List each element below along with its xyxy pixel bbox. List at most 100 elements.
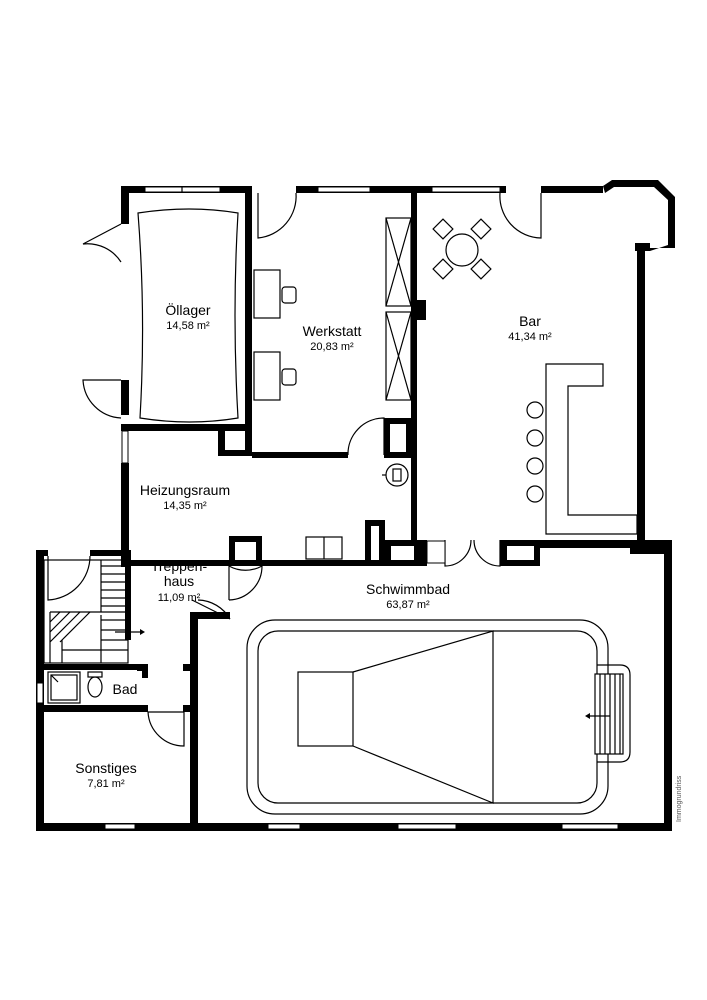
wall-bar-bottom: [500, 540, 637, 548]
wall-left-oellager-top: [121, 186, 129, 224]
wall-right-lower: [664, 548, 672, 831]
wall-bay-corner: [603, 180, 675, 251]
staircase: [43, 559, 145, 664]
room-area-werkstatt: 20,83 m²: [310, 341, 354, 353]
wall-werkstatt-post: [411, 300, 426, 320]
chair-se: [470, 258, 492, 280]
wall-heizung-step-inner: [371, 526, 379, 560]
wall-treppe-divider2: [183, 664, 190, 671]
wall-bad-bottom: [44, 705, 148, 712]
furniture: [43, 208, 638, 815]
wall-treppe-top: [90, 550, 130, 556]
boiler-core: [392, 468, 402, 482]
chair-nw: [432, 218, 454, 240]
wall-oellager-right: [245, 186, 252, 456]
workbench-1: [253, 269, 281, 319]
window-bottom-1: [104, 823, 136, 830]
walls: [36, 180, 675, 831]
door-treppe-mid: [191, 599, 231, 620]
bar-stool-1: [526, 401, 544, 419]
wall-oellager-bottom: [121, 424, 252, 431]
pool-steps: [594, 673, 624, 755]
door-bar-schwimmbad-right: [473, 539, 501, 567]
oil-tank: [137, 208, 239, 423]
pool-inner: [257, 630, 598, 804]
room-name-heizungsraum: Heizungsraum: [140, 482, 230, 498]
window-bottom-4: [561, 823, 619, 830]
room-name-sonstiges: Sonstiges: [75, 760, 136, 776]
door-bar-schwimmbad-left: [444, 539, 472, 567]
window-bad-left: [36, 682, 44, 704]
wall-werkstatt-bottom: [252, 452, 348, 458]
wall-bottom: [36, 823, 672, 831]
wall-oellager-notch: [218, 431, 225, 456]
bar-table-group: [432, 218, 492, 280]
wall-werkstatt-bar: [411, 193, 417, 560]
chair-sw: [432, 258, 454, 280]
doors: [47, 192, 542, 747]
wall-left-oellager-bottom: [121, 380, 129, 415]
stool-1: [281, 286, 297, 304]
room-name-oellager: Öllager: [165, 301, 210, 318]
pool-arrow: [585, 713, 590, 719]
wall-right-upper: [637, 248, 645, 548]
door-oellager-bottom: [82, 379, 122, 419]
pool-deep-zone: [297, 671, 354, 747]
toilet-tank: [87, 671, 103, 678]
door-heizung-schwimmbad: [228, 565, 263, 601]
wall-bar-left-post: [417, 540, 427, 566]
windows: [36, 186, 619, 830]
room-name-schwimmbad: Schwimmbad: [366, 581, 450, 597]
wall-top-bar: [541, 186, 603, 193]
bar-stool-2: [526, 429, 544, 447]
bar-table: [445, 233, 479, 267]
room-area-bar: 41,34 m²: [508, 331, 552, 343]
wall-right-step: [630, 540, 672, 554]
bar-counter: [545, 363, 638, 535]
window-bar-top: [431, 186, 501, 193]
door-werkstatt-heizung: [347, 417, 385, 456]
wall-sonstiges-right-stub: [183, 705, 197, 712]
wall-treppe-right: [190, 612, 198, 831]
room-name-bad: Bad: [113, 681, 138, 697]
wall-bar-box-inner: [507, 546, 534, 560]
wall-heizung-step2-inner: [391, 546, 414, 560]
workbench-2: [253, 351, 281, 401]
door-treppe-top: [47, 555, 91, 601]
window-bottom-2: [267, 823, 301, 830]
room-area-sonstiges: 7,81 m²: [87, 778, 125, 790]
window-werkstatt-top: [317, 186, 371, 193]
wall-heizung-box-inner: [235, 542, 256, 560]
door-werkstatt-top: [257, 192, 297, 239]
pool: [246, 619, 631, 815]
wall-bad-top: [44, 664, 145, 670]
wall-treppe-mid: [190, 612, 230, 619]
wall-right-bar: [635, 243, 650, 251]
wall-top-middle: [296, 186, 506, 193]
stool-2: [281, 368, 297, 386]
room-area-heizungsraum: 14,35 m²: [163, 500, 207, 512]
room-area-treppenhaus: 11,09 m²: [158, 592, 201, 604]
opening-bar-schwimmbad: [426, 540, 446, 564]
wall-heizung-bottom: [129, 560, 229, 566]
toilet: [87, 676, 103, 698]
wall-left-stair-top: [36, 550, 48, 556]
stair-arrow: [140, 629, 145, 635]
window-heizung-left: [121, 430, 129, 464]
wall-oellager-notch-bottom: [218, 450, 252, 456]
wall-werkstatt-cab-inner: [390, 424, 406, 452]
door-sonstiges: [147, 711, 185, 747]
room-name-bar: Bar: [519, 313, 541, 329]
room-name-treppenhaus-1: Treppen-: [151, 558, 208, 574]
room-labels: Öllager 14,58 m² Werkstatt 20,83 m² Bar …: [75, 301, 552, 790]
door-bar-top: [499, 192, 542, 239]
wall-bad-right: [142, 664, 148, 678]
chair-ne: [470, 218, 492, 240]
wall-heizung-bottom-right: [262, 560, 414, 566]
bar-stool-3: [526, 457, 544, 475]
window-bottom-3: [397, 823, 457, 830]
door-oellager-top: [82, 223, 122, 263]
wall-left-heizung: [121, 463, 129, 567]
room-name-werkstatt: Werkstatt: [303, 323, 362, 339]
